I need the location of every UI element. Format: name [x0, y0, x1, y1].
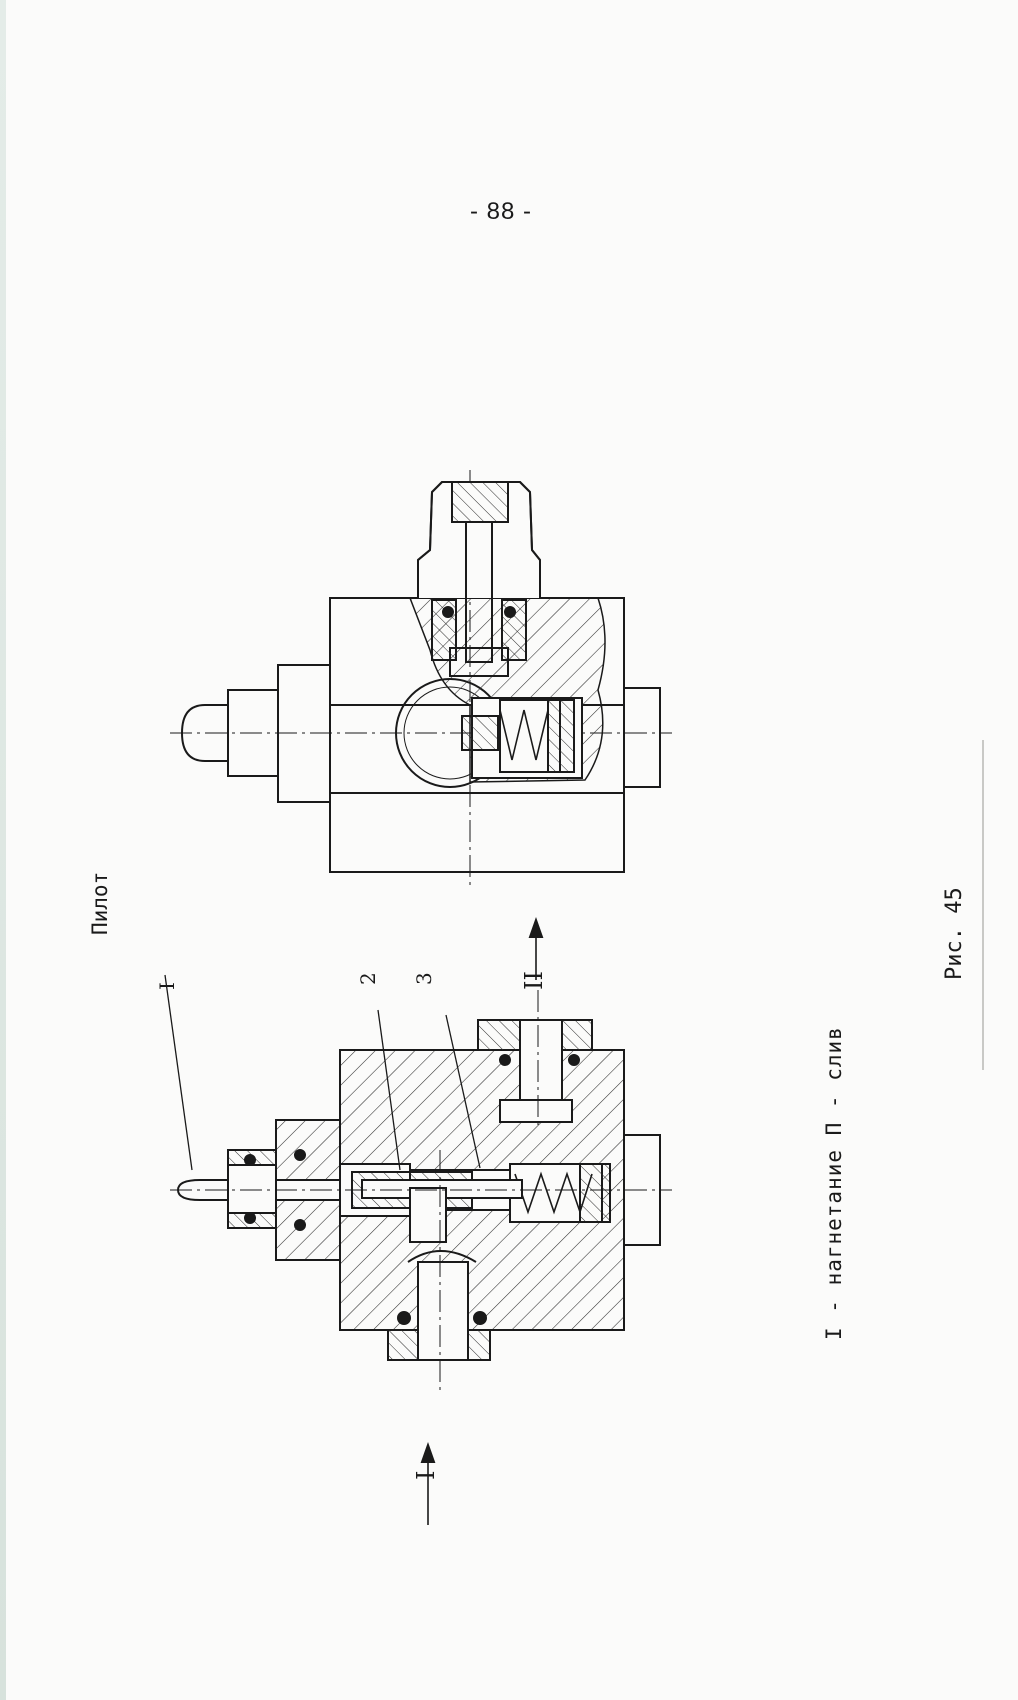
page-number: - 88 -	[470, 198, 533, 225]
top-view	[170, 470, 672, 885]
section-view	[164, 916, 672, 1525]
scan-fold-line	[982, 740, 984, 1070]
scan-edge-shadow	[0, 0, 6, 1700]
